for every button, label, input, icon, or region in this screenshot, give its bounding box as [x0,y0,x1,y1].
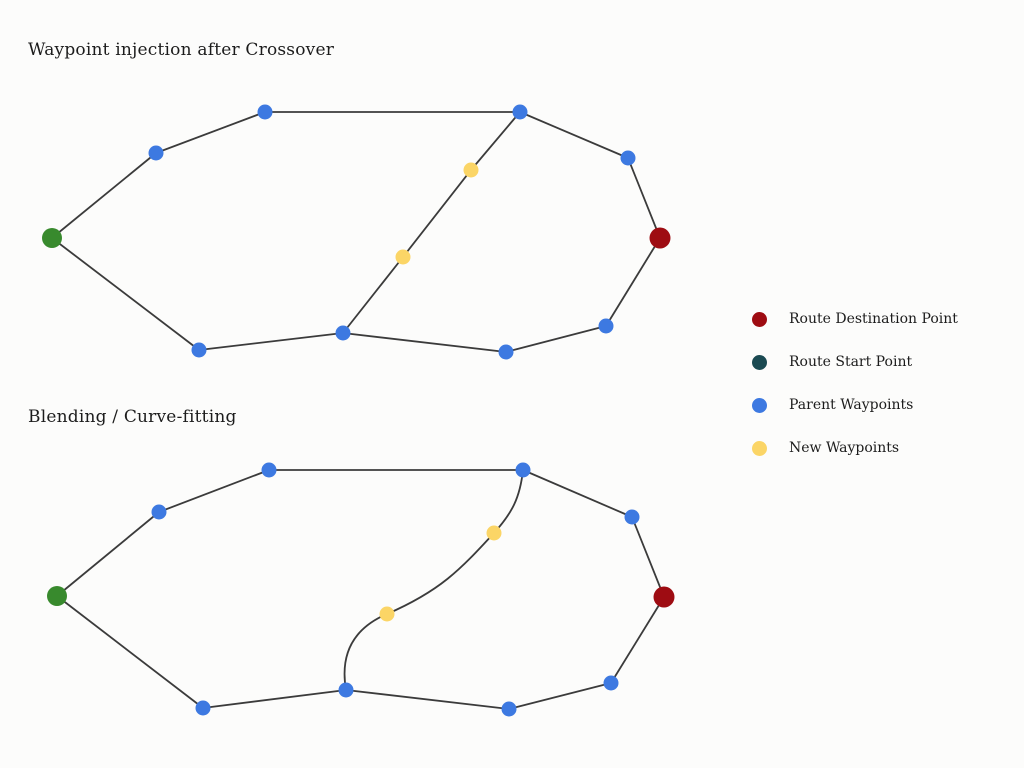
route-edge [505,325,607,353]
route-edge [508,682,612,710]
diagram-title-crossover: Waypoint injection after Crossover [28,40,335,60]
diagram-title-blending: Blending / Curve-fitting [28,407,237,427]
start-node [42,228,62,248]
route-edge [610,596,665,684]
route-edge [345,689,510,710]
route-edge [198,332,344,351]
parent-waypoints-swatch-icon [752,397,767,413]
legend-item-start: Route Start Point [752,354,958,370]
route-edge [627,157,661,239]
new-waypoint-node [395,249,411,265]
parent-waypoint-node [338,682,354,698]
legend-label-new: New Waypoints [789,440,900,456]
parent-waypoint-node [620,150,636,166]
new-waypoint-node [379,606,395,622]
legend-item-parent: Parent Waypoints [752,397,958,413]
parent-waypoint-node [498,344,514,360]
legend-label-parent: Parent Waypoints [789,397,914,413]
route-edge [202,689,347,709]
parent-waypoint-node [603,675,619,691]
parent-waypoint-node [191,342,207,358]
route-edge [519,111,629,159]
new-waypoints-swatch-icon [752,440,767,456]
legend-label-destination: Route Destination Point [789,311,958,327]
legend-label-start: Route Start Point [789,354,913,370]
route-edge [522,469,633,518]
parent-waypoint-node [195,700,211,716]
route-edge [605,237,661,327]
parent-waypoint-node [151,504,167,520]
legend: Route Destination Point Route Start Poin… [752,311,958,456]
parent-waypoint-node [598,318,614,334]
route-edge [155,111,266,154]
parent-waypoint-node [512,104,528,120]
route-edge [51,237,200,351]
legend-item-new: New Waypoints [752,440,958,456]
diagram-blending [47,462,675,717]
parent-waypoint-node [257,104,273,120]
parent-waypoint-node [261,462,277,478]
destination-point-swatch-icon [752,311,767,327]
route-edge [631,516,665,598]
new-waypoint-node [486,525,502,541]
diagram-crossover [42,104,671,360]
parent-waypoint-node [335,325,351,341]
destination-node [649,227,671,249]
route-edge [56,511,160,597]
route-edge [158,469,270,513]
injected-route-path [343,469,524,691]
legend-item-destination: Route Destination Point [752,311,958,327]
start-point-swatch-icon [752,354,767,370]
parent-waypoint-node [148,145,164,161]
route-edge [51,152,157,239]
new-waypoint-node [463,162,479,178]
parent-waypoint-node [501,701,517,717]
route-edge [342,332,507,353]
route-edge [56,595,204,709]
parent-waypoint-node [624,509,640,525]
parent-waypoint-node [515,462,531,478]
start-node [47,586,67,606]
destination-node [653,586,675,608]
injected-route-path [342,111,521,334]
